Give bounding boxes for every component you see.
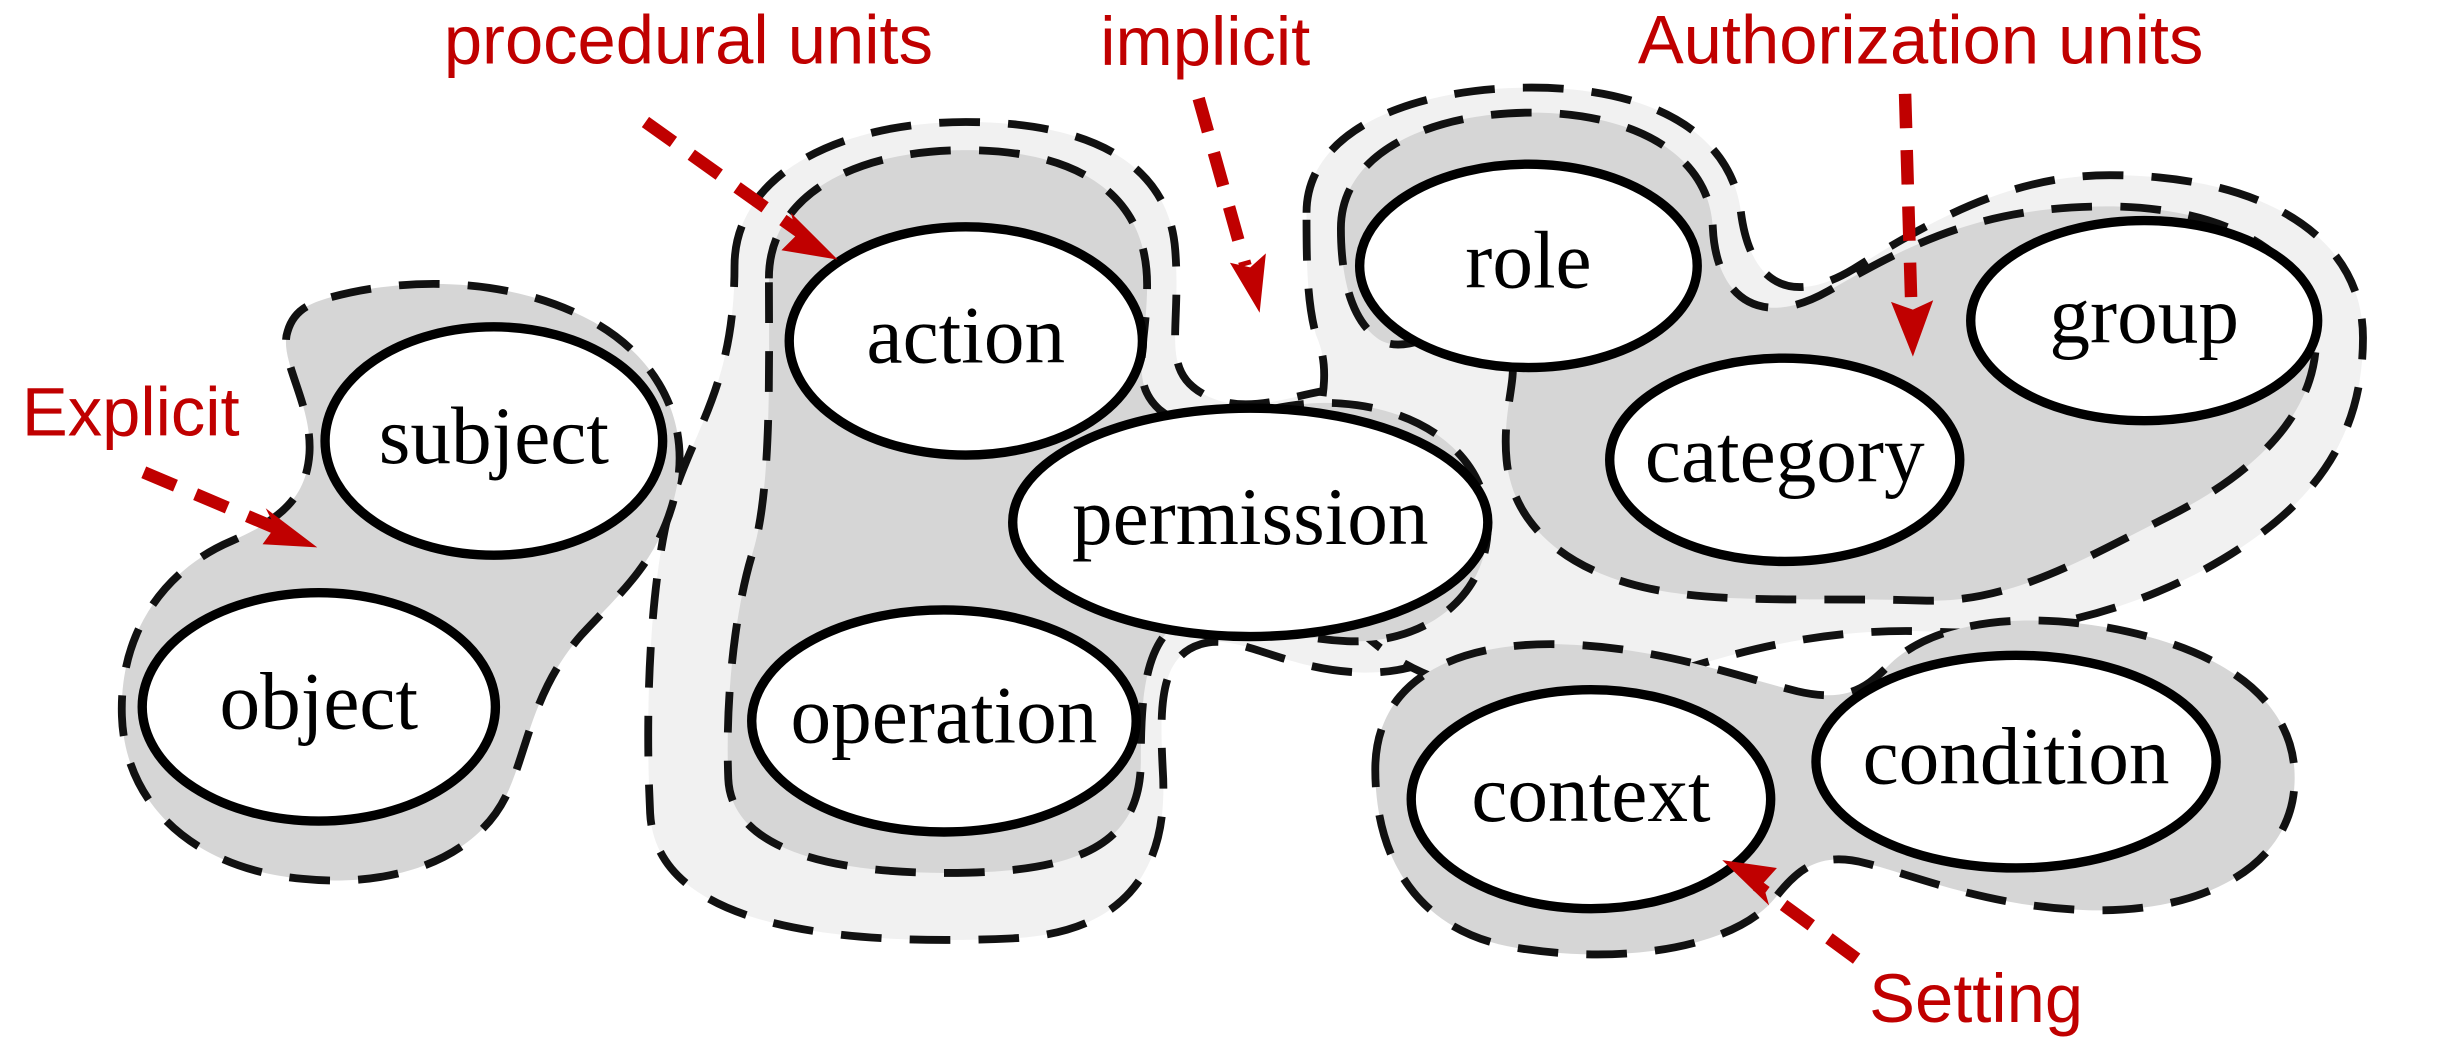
annotation-authorization-units-arrowhead bbox=[1891, 300, 1934, 357]
annotation-explicit-arrow bbox=[141, 466, 287, 538]
annotation-implicit: implicit bbox=[1100, 3, 1310, 313]
node-subject[interactable]: subject bbox=[320, 322, 668, 560]
annotation-authorization-units: Authorization units bbox=[1638, 2, 2204, 357]
node-role-label: role bbox=[1465, 216, 1591, 306]
node-operation-label: operation bbox=[791, 671, 1098, 761]
annotation-explicit-label: Explicit bbox=[22, 374, 240, 451]
annotation-implicit-label: implicit bbox=[1100, 3, 1310, 80]
annotation-procedural-units-arrow bbox=[641, 116, 807, 240]
annotation-procedural-units-arrowhead bbox=[781, 212, 838, 260]
annotation-authorization-units-arrow bbox=[1898, 93, 1918, 307]
annotation-implicit-arrow bbox=[1192, 96, 1252, 268]
annotation-explicit: Explicit bbox=[22, 374, 318, 548]
annotation-procedural-units-label: procedural units bbox=[444, 2, 933, 79]
node-condition-shape[interactable] bbox=[1811, 650, 2221, 873]
annotation-procedural-units: procedural units bbox=[444, 2, 933, 260]
node-context-label: context bbox=[1471, 749, 1711, 839]
node-category[interactable]: category bbox=[1605, 353, 1965, 567]
node-permission-label: permission bbox=[1072, 472, 1429, 562]
annotation-setting-label: Setting bbox=[1869, 960, 2083, 1037]
node-subject-shape[interactable] bbox=[320, 322, 668, 560]
node-permission[interactable]: permission bbox=[1008, 403, 1493, 642]
node-subject-label: subject bbox=[379, 391, 610, 481]
node-object-label: object bbox=[220, 657, 419, 747]
annotation-setting-arrow bbox=[1752, 880, 1861, 964]
node-condition-label: condition bbox=[1863, 711, 2170, 801]
node-role-shape[interactable] bbox=[1354, 159, 1702, 373]
annotation-explicit-arrowhead bbox=[262, 508, 318, 548]
node-action-label: action bbox=[867, 291, 1066, 381]
node-action[interactable]: action bbox=[784, 222, 1148, 460]
node-action-shape[interactable] bbox=[784, 222, 1148, 460]
node-group-shape[interactable] bbox=[1966, 215, 2323, 426]
node-category-label: category bbox=[1645, 410, 1925, 500]
node-context-shape[interactable] bbox=[1406, 684, 1776, 914]
node-role[interactable]: role bbox=[1354, 159, 1702, 373]
node-object[interactable]: object bbox=[137, 588, 501, 826]
node-object-shape[interactable] bbox=[137, 588, 501, 826]
node-permission-shape[interactable] bbox=[1008, 403, 1493, 642]
annotation-implicit-arrowhead bbox=[1229, 253, 1266, 313]
annotation-setting: Setting bbox=[1722, 860, 2083, 1037]
node-operation[interactable]: operation bbox=[747, 605, 1141, 837]
node-context[interactable]: context bbox=[1406, 684, 1776, 914]
annotation-authorization-units-label: Authorization units bbox=[1638, 2, 2204, 79]
node-group[interactable]: group bbox=[1966, 215, 2323, 426]
annotation-setting-arrowhead bbox=[1722, 860, 1777, 906]
node-category-shape[interactable] bbox=[1605, 353, 1965, 567]
node-condition[interactable]: condition bbox=[1811, 650, 2221, 873]
node-group-label: group bbox=[2049, 270, 2239, 360]
node-operation-shape[interactable] bbox=[747, 605, 1141, 837]
